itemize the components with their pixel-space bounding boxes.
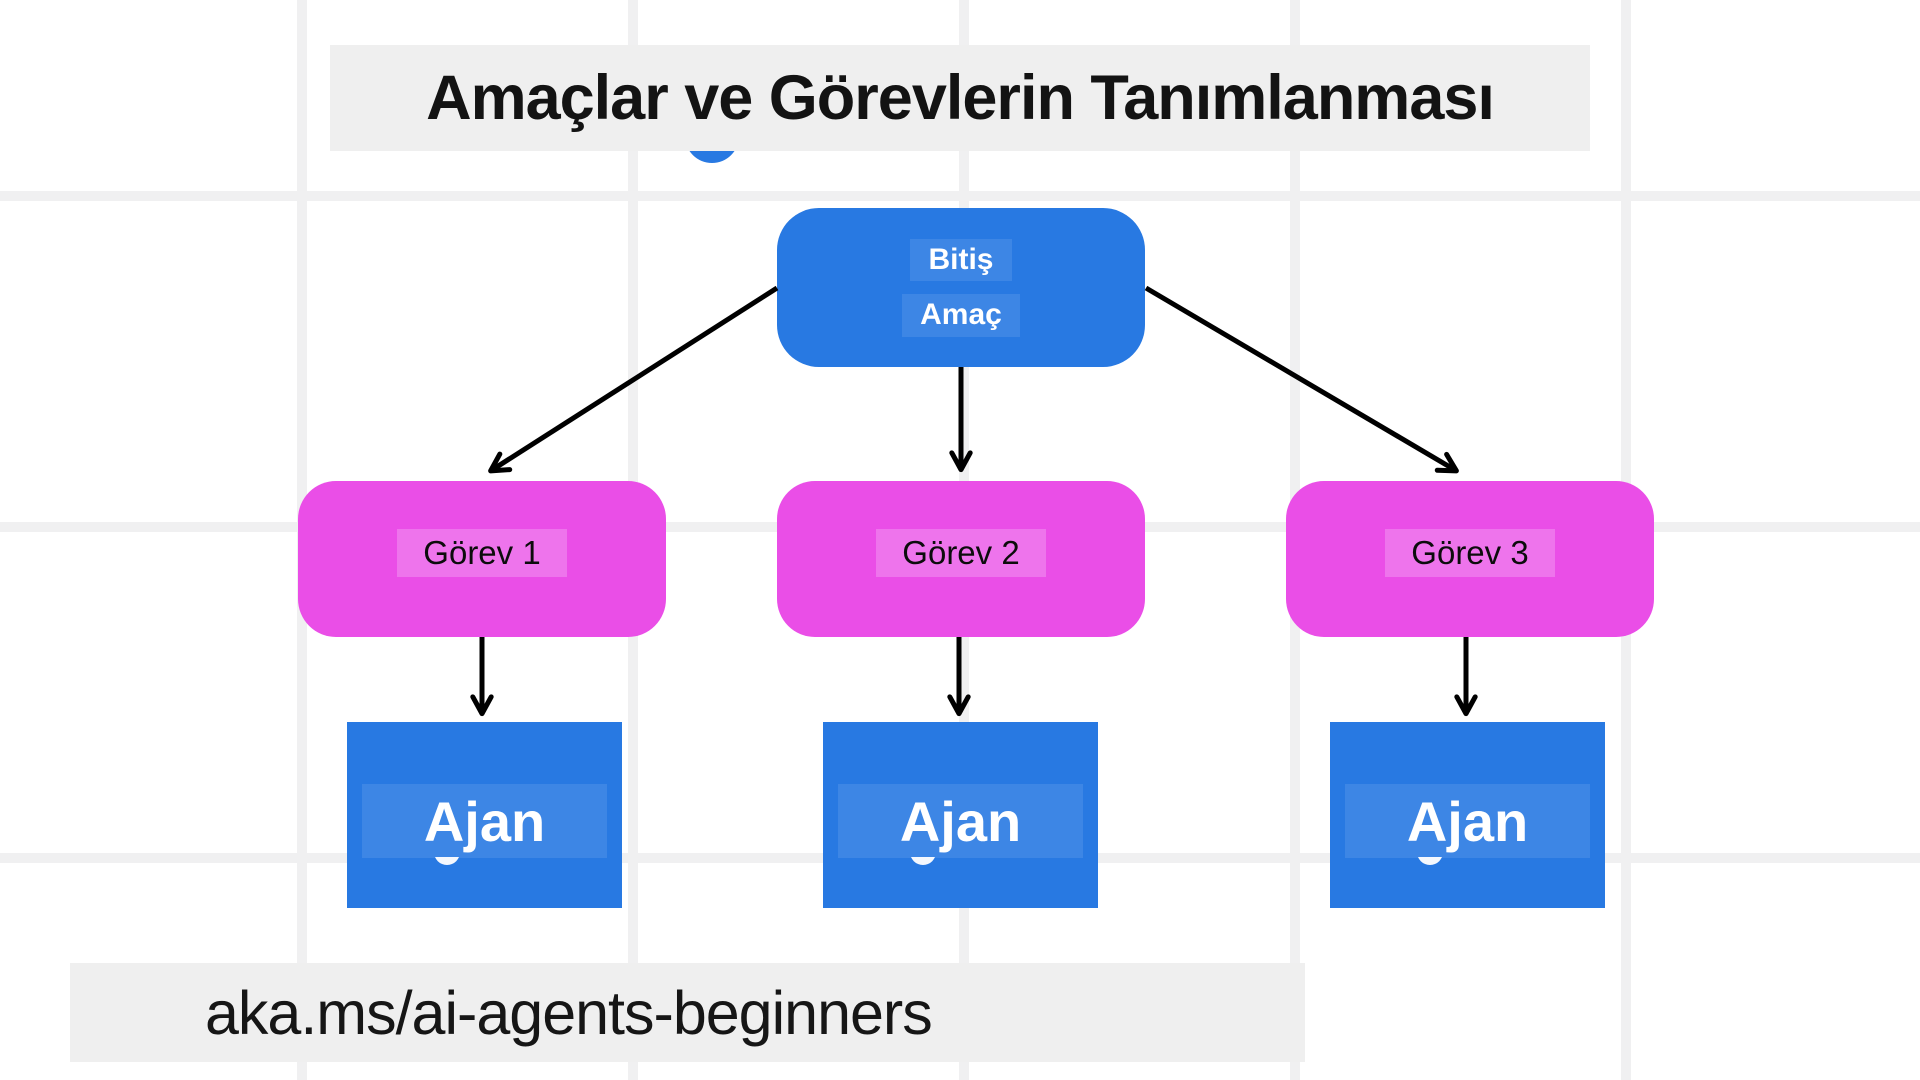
agent-label-1: Ajan [362, 784, 607, 858]
task-node-2: Görev 2 [777, 481, 1145, 637]
task-label-2: Görev 2 [876, 529, 1046, 577]
hidden-white-arc [434, 857, 460, 866]
arrow-goal-to-task3 [1144, 285, 1459, 474]
goal-node: Bitiş Amaç [777, 208, 1145, 367]
arrow-goal-to-task1 [488, 285, 779, 474]
diagram-title-bar: Amaçlar ve Görevlerin Tanımlanması [330, 45, 1590, 151]
footer-link-bar: aka.ms/ai-agents-beginners [70, 963, 1305, 1062]
hidden-white-arc [910, 857, 936, 866]
task-label-3: Görev 3 [1385, 529, 1555, 577]
agent-label-2: Ajan [838, 784, 1083, 858]
agent-node-2: Ajan [823, 722, 1098, 908]
goal-label-bitis: Bitiş [910, 238, 1012, 281]
agent-node-1: Ajan [347, 722, 622, 908]
goal-label-amac: Amaç [902, 294, 1020, 337]
agent-label-3: Ajan [1345, 784, 1590, 858]
task-node-1: Görev 1 [298, 481, 666, 637]
agent-node-3: Ajan [1330, 722, 1605, 908]
hidden-white-arc [1417, 857, 1443, 866]
diagram-title: Amaçlar ve Görevlerin Tanımlanması [426, 63, 1495, 133]
task-label-1: Görev 1 [397, 529, 567, 577]
footer-link: aka.ms/ai-agents-beginners [205, 978, 933, 1047]
task-node-3: Görev 3 [1286, 481, 1654, 637]
